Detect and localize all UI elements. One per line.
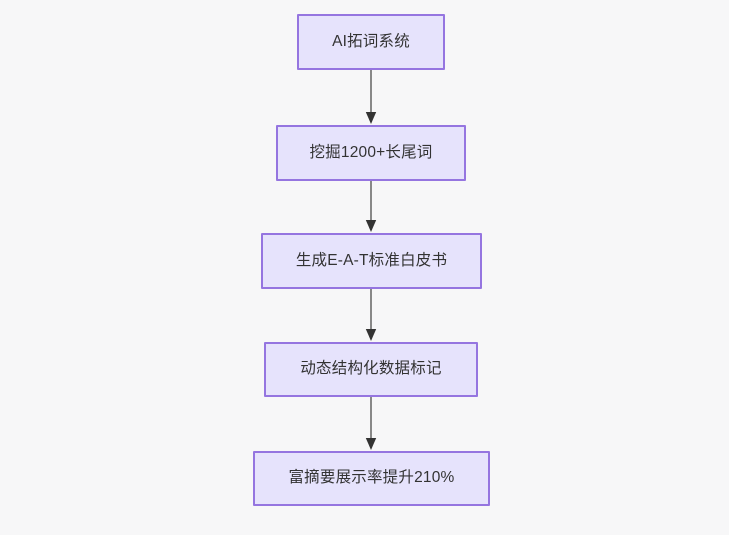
flowchart-node-label: 生成E-A-T标准白皮书	[295, 251, 448, 269]
flowchart-node-ai-keyword-system[interactable]: AI拓词系统	[297, 14, 445, 70]
flowchart-node-generate-eat-whitepaper[interactable]: 生成E-A-T标准白皮书	[261, 233, 482, 289]
flowchart-edge-arrow	[365, 289, 377, 342]
flowchart-node-label: AI拓词系统	[332, 32, 410, 50]
flowchart-node-label: 挖掘1200+长尾词	[309, 143, 433, 161]
flowchart-node-label: 动态结构化数据标记	[300, 360, 442, 378]
flowchart-node-label: 富摘要展示率提升210%	[288, 469, 455, 487]
flowchart-node-mine-longtail-keywords[interactable]: 挖掘1200+长尾词	[276, 125, 466, 181]
flowchart-node-rich-snippet-rate-increase[interactable]: 富摘要展示率提升210%	[253, 451, 490, 506]
flowchart-edge-arrow	[365, 181, 377, 233]
flowchart-edge-arrow	[365, 70, 377, 125]
flowchart-edge-arrow	[365, 397, 377, 451]
flowchart-node-dynamic-structured-data-markup[interactable]: 动态结构化数据标记	[264, 342, 478, 397]
